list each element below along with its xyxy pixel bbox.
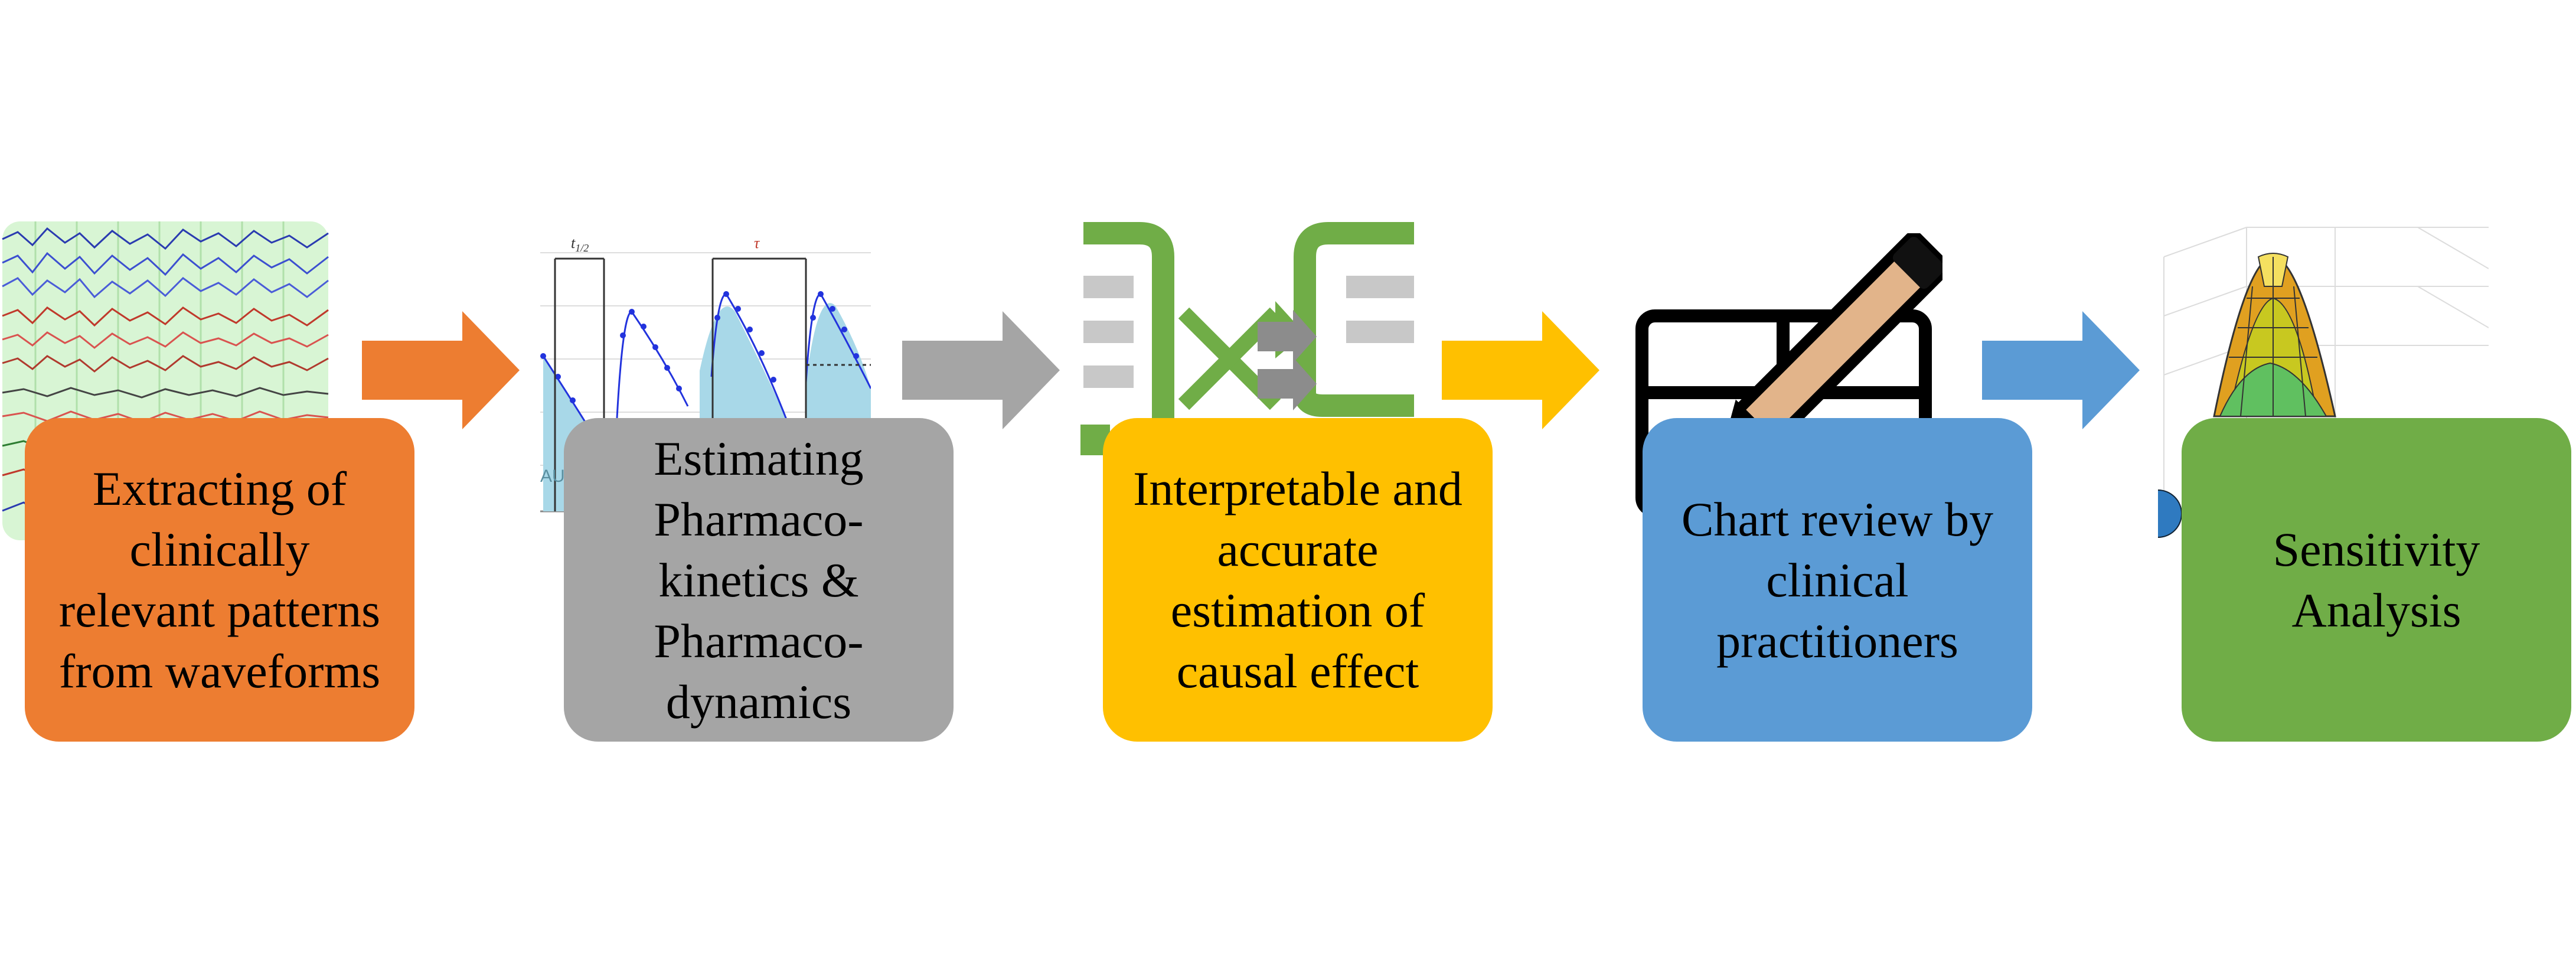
step-box-chart-review: Chart review by clinical practitioners <box>1643 418 2032 742</box>
arrow-step1-to-step2 <box>362 311 520 429</box>
step-box-waveforms: Extracting of clinically relevant patter… <box>25 418 414 742</box>
arrow-step3-to-step4 <box>1442 311 1599 429</box>
step-label-line: Pharmaco- <box>654 613 864 668</box>
step-label-line: clinically <box>129 523 310 576</box>
step-label-line: kinetics & <box>658 553 859 607</box>
half-life-subscript: 1/2 <box>575 242 589 254</box>
svg-text:t1/2: t1/2 <box>571 234 589 254</box>
half-life-label: t <box>571 234 576 252</box>
step-label-line: from waveforms <box>58 644 381 698</box>
step-label-waveforms: Extracting of clinically relevant patter… <box>59 458 380 701</box>
step-label-line: dynamics <box>665 674 852 729</box>
step-label-sensitivity: Sensitivity Analysis <box>2273 519 2480 641</box>
step-label-line: Pharmaco- <box>654 492 864 546</box>
step-label-line: relevant patterns <box>58 583 381 637</box>
step-label-line: Chart review by <box>1681 492 1994 546</box>
step-label-line: Analysis <box>2291 583 2461 637</box>
arrow-step4-to-step5 <box>1982 311 2140 429</box>
step-label-pkpd: Estimating Pharmaco- kinetics & Pharmaco… <box>654 428 863 732</box>
step-label-line: Sensitivity <box>2273 523 2480 576</box>
step-label-line: accurate <box>1217 523 1379 576</box>
step-label-line: estimation of <box>1170 583 1425 637</box>
step-label-line: Interpretable and <box>1133 462 1462 515</box>
step-box-causal: Interpretable and accurate estimation of… <box>1103 418 1493 742</box>
step-label-line: Estimating <box>654 431 864 485</box>
step-box-pkpd: Estimating Pharmaco- kinetics & Pharmaco… <box>564 418 954 742</box>
tau-label: τ <box>754 234 760 252</box>
arrow-step2-to-step3 <box>902 311 1060 429</box>
step-label-line: practitioners <box>1716 613 1958 668</box>
step-label-line: Extracting of <box>92 462 347 515</box>
step-label-line: causal effect <box>1176 644 1419 698</box>
step-label-chart-review: Chart review by clinical practitioners <box>1682 489 1993 671</box>
bracket-matching-icon <box>1080 222 1414 469</box>
step-label-causal: Interpretable and accurate estimation of… <box>1133 458 1462 701</box>
step-label-line: clinical <box>1766 553 1909 607</box>
step-box-sensitivity: Sensitivity Analysis <box>2182 418 2571 742</box>
